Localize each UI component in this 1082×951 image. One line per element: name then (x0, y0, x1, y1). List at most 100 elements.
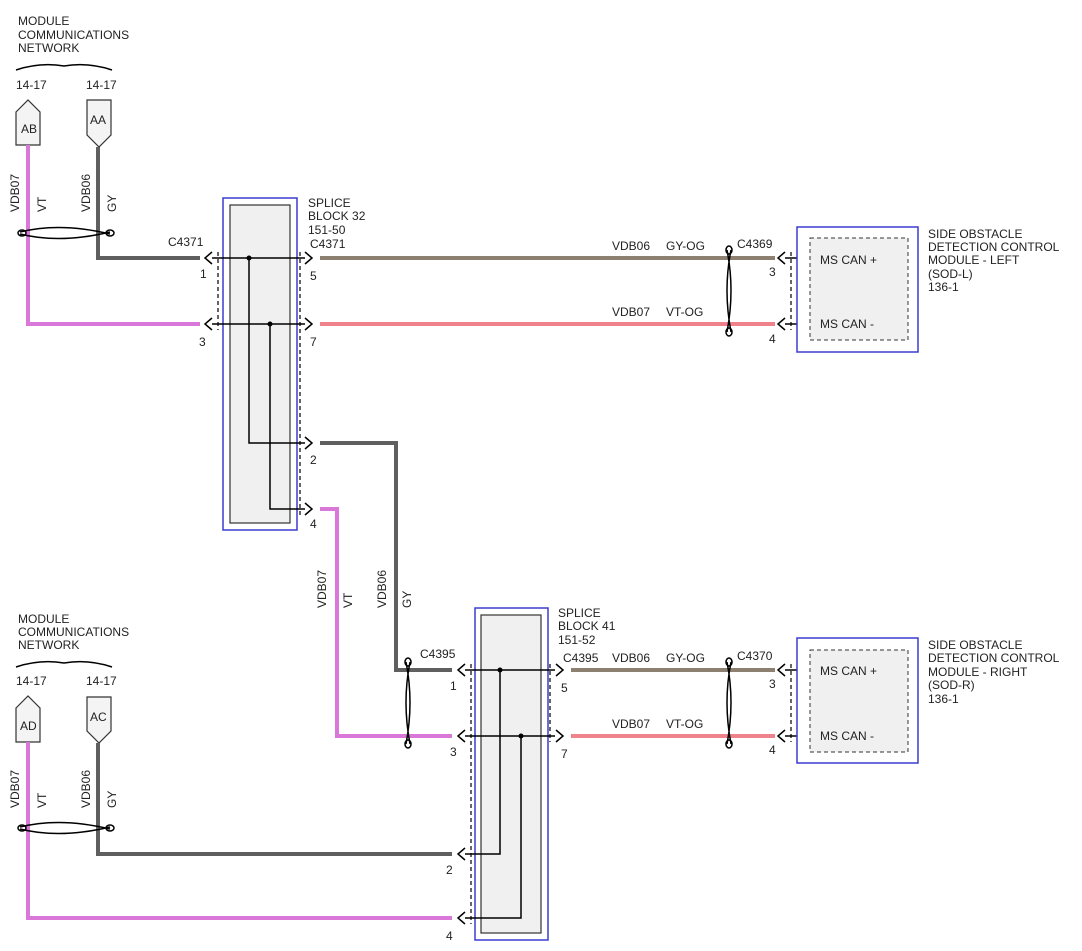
wire-color-label: GY-OG (666, 239, 705, 253)
pin-number: 3 (450, 745, 457, 759)
splice-ref: 151-50 (308, 223, 346, 237)
network-label-bottom: MODULE COMMUNICATIONS NETWORK 14-17 14-1… (15, 612, 129, 688)
connector-arrow-icon (304, 436, 314, 450)
connector-arrow-icon (203, 251, 213, 265)
wire-circuit-label: VDB07 (612, 717, 650, 731)
connector-arrow-icon (304, 251, 314, 265)
wire-color-label: VT (341, 592, 355, 608)
splice-title: BLOCK 32 (308, 209, 366, 223)
page-ref: 14-17 (16, 674, 47, 688)
twisted-pair-icon (726, 661, 732, 745)
module-title: (SOD-L) (928, 267, 973, 281)
page-ref: 14-17 (16, 78, 47, 92)
splice-internal-line (248, 258, 305, 444)
module-title: MODULE - RIGHT (928, 665, 1028, 679)
wire-vt-bottom[interactable] (26, 742, 452, 920)
connector-arrow-icon (555, 663, 565, 677)
network-title-line: COMMUNICATIONS (18, 28, 129, 42)
pin-number: 4 (310, 517, 317, 531)
wire-color-label: VT (35, 792, 49, 808)
connector-arrow-icon (456, 663, 466, 677)
connector-arrow-icon (304, 502, 314, 516)
wire-circuit-label: VDB06 (375, 570, 389, 608)
wire-gy-middle[interactable] (320, 441, 452, 672)
splice-title: SPLICE (558, 606, 601, 620)
signal-label: MS CAN - (820, 317, 874, 331)
module-title: DETECTION CONTROL (928, 651, 1060, 665)
network-title-line: NETWORK (18, 41, 79, 55)
splice-title: BLOCK 41 (558, 619, 616, 633)
wire-circuit-label: VDB06 (612, 239, 650, 253)
pin-number: 3 (769, 265, 776, 279)
module-title: MODULE - LEFT (928, 253, 1020, 267)
tag-label: AB (21, 122, 37, 136)
connector-arrow-icon (456, 729, 466, 743)
pin-number: 3 (199, 335, 206, 349)
module-sod-right[interactable] (796, 637, 919, 764)
twisted-pair-icon (405, 661, 411, 745)
signal-label: MS CAN - (820, 729, 874, 743)
connector-label: C4369 (737, 237, 773, 251)
tag-label: AD (20, 719, 37, 733)
wire-color-label: GY-OG (666, 651, 705, 665)
wire-circuit-label: VDB07 (315, 570, 329, 608)
splice-internal-line (269, 324, 305, 510)
page-ref: 14-17 (86, 78, 117, 92)
connector-arrow-icon (456, 911, 466, 925)
network-label-top: MODULE COMMUNICATIONS NETWORK 14-17 14-1… (15, 14, 129, 92)
wire-circuit-label: VDB06 (612, 651, 650, 665)
pin-number: 5 (561, 681, 568, 695)
connector-arrow-icon (776, 729, 786, 743)
wire-vt-middle[interactable] (320, 507, 452, 738)
wire-color-label: GY (400, 591, 414, 608)
twisted-pair-icon (19, 226, 111, 240)
splice-node (267, 321, 273, 327)
splice-block-32[interactable] (222, 197, 298, 531)
module-sod-left[interactable] (796, 226, 919, 353)
wire-circuit-label: VDB06 (79, 174, 93, 212)
connector-label: C4370 (737, 649, 773, 663)
connector-label: C4395 (563, 651, 599, 665)
connector-label: C4371 (310, 237, 346, 251)
tag-label: AA (90, 113, 106, 127)
pin-number: 4 (446, 929, 453, 943)
module-title: SIDE OBSTACLE (928, 227, 1022, 241)
pin-number: 1 (450, 679, 457, 693)
pin-number: 7 (561, 747, 568, 761)
tag-aa[interactable]: AA (86, 99, 112, 148)
splice-block-41[interactable] (474, 607, 549, 941)
wire-color-label: VT-OG (666, 717, 703, 731)
connector-arrow-icon (776, 317, 786, 331)
wire-gy-top[interactable] (96, 147, 200, 260)
pin-number: 2 (310, 453, 317, 467)
network-title-line: NETWORK (18, 638, 79, 652)
splice-internal-line (465, 670, 501, 855)
pin-number: 3 (769, 677, 776, 691)
module-title: (SOD-R) (928, 678, 975, 692)
tag-ab[interactable]: AB (15, 99, 41, 146)
wire-vt-top[interactable] (26, 145, 200, 326)
network-title-line: COMMUNICATIONS (18, 625, 129, 639)
twisted-pair-icon (726, 249, 732, 333)
tag-ac[interactable]: AC (86, 696, 112, 744)
module-ref: 136-1 (928, 692, 959, 706)
connector-label: C4371 (168, 235, 204, 249)
connector-arrow-icon (555, 729, 565, 743)
pin-number: 4 (769, 332, 776, 346)
signal-label: MS CAN + (820, 253, 877, 267)
wire-color-label: GY (105, 791, 119, 808)
tag-ad[interactable]: AD (15, 695, 41, 743)
connector-arrow-icon (776, 663, 786, 677)
pin-number: 2 (446, 863, 453, 877)
wire-gy-bottom[interactable] (96, 743, 452, 856)
network-title-line: MODULE (18, 14, 69, 28)
pin-number: 5 (310, 269, 317, 283)
network-title-line: MODULE (18, 612, 69, 626)
splice-node (497, 667, 503, 673)
connector-label: C4395 (420, 647, 456, 661)
connector-arrow-icon (776, 251, 786, 265)
page-ref: 14-17 (86, 674, 117, 688)
wire-color-label: VT-OG (666, 305, 703, 319)
module-title: DETECTION CONTROL (928, 240, 1060, 254)
